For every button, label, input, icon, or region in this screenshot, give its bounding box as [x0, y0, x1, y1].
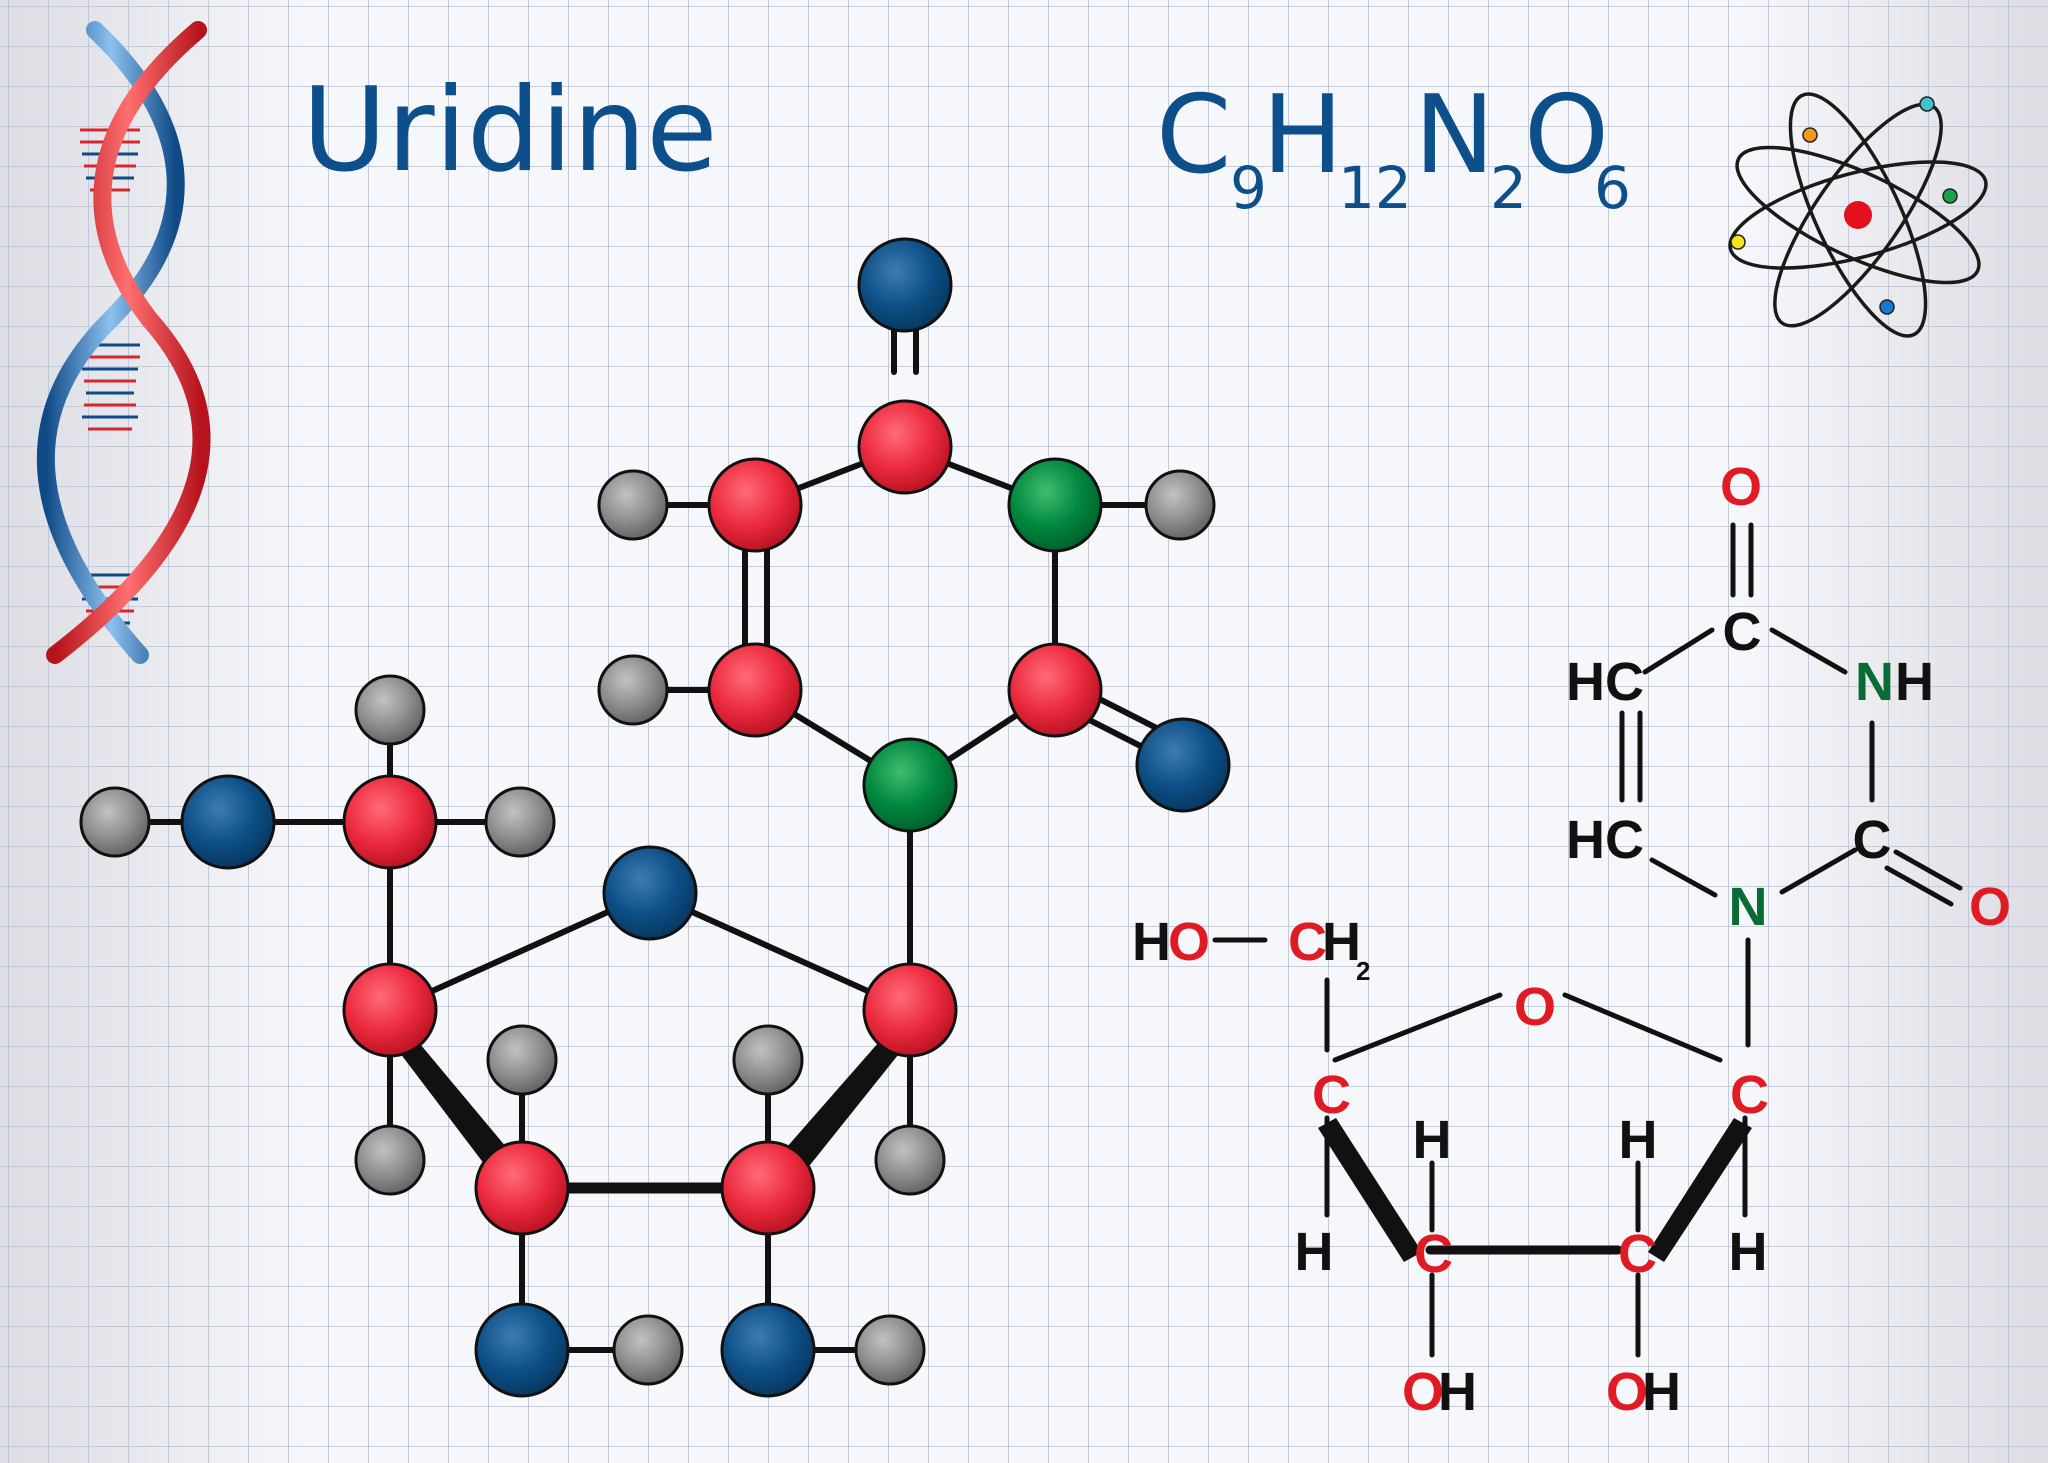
label-oh2-o: O: [1606, 1362, 1648, 1422]
atom-nitrogen: [862, 737, 958, 833]
atom-hydrogen: [854, 1314, 926, 1386]
atom-carbon: [342, 962, 438, 1058]
skeletal-wedge-right: [1648, 1118, 1752, 1262]
atom-carbon: [707, 457, 803, 553]
atom-hydrogen: [874, 1124, 946, 1196]
atom-carbon: [720, 1140, 816, 1236]
atom-icon: [1728, 92, 1988, 338]
formula-o: O: [1524, 73, 1609, 198]
formula-c-count: 9: [1230, 154, 1267, 222]
label-ch2-c: C: [1288, 912, 1327, 972]
label-h-c3: H: [1413, 1110, 1452, 1170]
dna-helix-icon: [36, 21, 211, 664]
label-hc-lower: HC: [1566, 810, 1644, 870]
atom-hydrogen: [79, 786, 151, 858]
formula-n-count: 2: [1490, 154, 1527, 222]
label-c-right: C: [1853, 810, 1892, 870]
atom-carbon: [857, 399, 953, 495]
skeletal-formula: O C N H HC HC C O N H O C H 2 O C C C C …: [1132, 457, 2011, 1422]
label-c3: C: [1414, 1224, 1453, 1284]
label-c2: C: [1618, 1224, 1657, 1284]
ball-stick-atoms: [79, 237, 1231, 1398]
label-ho-o: O: [1168, 912, 1210, 972]
page-title: Uridine: [302, 63, 718, 198]
label-n-ring: N: [1729, 877, 1768, 937]
skeletal-wedge-left: [1318, 1118, 1422, 1262]
atom-hydrogen: [597, 654, 669, 726]
molecular-formula: C 9 H 12 N 2 O 6: [1156, 73, 1631, 222]
atom-carbon: [862, 962, 958, 1058]
label-c4: C: [1312, 1065, 1351, 1125]
label-oh2-h: H: [1642, 1362, 1681, 1422]
label-oh1-h: H: [1438, 1362, 1477, 1422]
formula-h-count: 12: [1338, 154, 1412, 222]
atom-hydrogen: [354, 674, 426, 746]
label-ch2-subscript: 2: [1356, 956, 1370, 986]
atom-hydrogen: [354, 1124, 426, 1196]
atom-hydrogen: [732, 1024, 804, 1096]
label-h-c2: H: [1619, 1110, 1658, 1170]
atom-hydrogen: [612, 1314, 684, 1386]
label-hc-upper: HC: [1566, 652, 1644, 712]
atom-hydrogen: [486, 1024, 558, 1096]
formula-h: H: [1262, 73, 1343, 198]
label-oh1-o: O: [1402, 1362, 1444, 1422]
label-ho-h: H: [1132, 912, 1171, 972]
atom-carbon: [1007, 642, 1103, 738]
label-o-top: O: [1720, 457, 1762, 517]
label-c-top: C: [1723, 602, 1762, 662]
atom-hydrogen: [1144, 469, 1216, 541]
formula-o-count: 6: [1594, 154, 1631, 222]
label-o-ring: O: [1514, 977, 1556, 1037]
atom-hydrogen: [597, 469, 669, 541]
atom-nitrogen: [1007, 457, 1103, 553]
atom-oxygen: [474, 1302, 570, 1398]
atom-oxygen: [180, 774, 276, 870]
label-h-c1: H: [1729, 1222, 1768, 1282]
atom-carbon: [342, 774, 438, 870]
atom-oxygen: [602, 845, 698, 941]
atom-oxygen: [1135, 717, 1231, 813]
formula-c: C: [1156, 73, 1231, 198]
atom-oxygen: [857, 237, 953, 333]
atom-carbon: [707, 642, 803, 738]
atom-oxygen: [720, 1302, 816, 1398]
label-ch2-h: H: [1322, 912, 1361, 972]
atom-carbon: [474, 1140, 570, 1236]
label-o-right: O: [1969, 877, 2011, 937]
label-c1: C: [1730, 1065, 1769, 1125]
formula-n: N: [1414, 73, 1495, 198]
atom-hydrogen: [484, 786, 556, 858]
label-nh-n: N: [1855, 652, 1894, 712]
label-nh-h: H: [1895, 652, 1934, 712]
label-h-c4: H: [1295, 1222, 1334, 1282]
